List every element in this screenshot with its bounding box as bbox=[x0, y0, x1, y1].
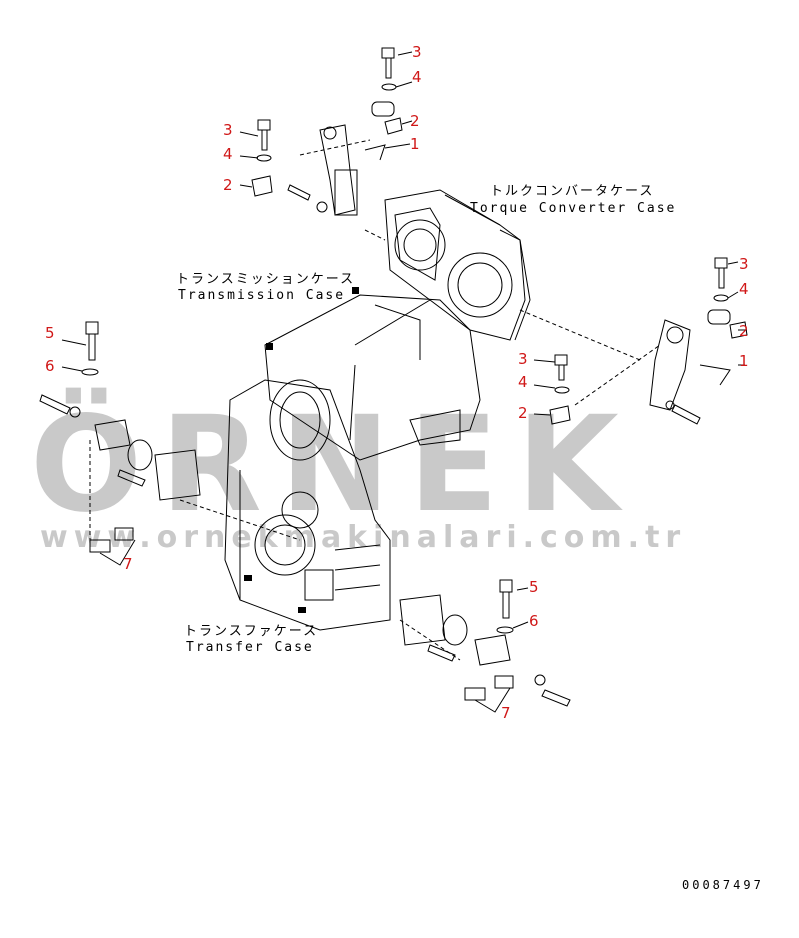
part-number: 3 bbox=[739, 255, 749, 273]
transfer-label-en: Transfer Case bbox=[186, 640, 314, 655]
torque-converter-label-jp: トルクコンバータケース bbox=[490, 184, 655, 199]
bushing-right bbox=[707, 309, 731, 325]
torque-converter-case bbox=[384, 189, 531, 341]
part-number: 4 bbox=[739, 280, 749, 298]
transmission-label-jp: トランスミッションケース bbox=[176, 272, 356, 287]
bolt-mid-left bbox=[287, 184, 328, 213]
part-number: 1 bbox=[739, 352, 749, 370]
part-number: 6 bbox=[45, 357, 55, 375]
part-number: 2 bbox=[739, 322, 749, 340]
part-number: 3 bbox=[518, 350, 528, 368]
part-number: 4 bbox=[223, 145, 233, 163]
part-number: 2 bbox=[223, 176, 233, 194]
watermark-url: www.ornekmakinalari.com.tr bbox=[40, 520, 687, 555]
bolt-right-lower bbox=[665, 400, 701, 425]
bushing-top bbox=[371, 101, 395, 117]
part-number: 5 bbox=[529, 578, 539, 596]
part-number: 4 bbox=[518, 373, 528, 391]
washer-top-4 bbox=[381, 83, 397, 91]
clip-r-2 bbox=[729, 321, 748, 339]
clip-m-2 bbox=[549, 405, 571, 425]
part-number: 2 bbox=[518, 404, 528, 422]
bolt-tl-3 bbox=[257, 119, 271, 151]
part-number: 7 bbox=[501, 704, 511, 722]
clip-tl-2 bbox=[251, 175, 273, 197]
bolt-top-3 bbox=[381, 47, 395, 79]
part-number: 5 bbox=[45, 324, 55, 342]
washer-m-4 bbox=[554, 386, 570, 394]
transfer-label-jp: トランスファケース bbox=[184, 624, 319, 639]
part-number: 3 bbox=[223, 121, 233, 139]
washer-r-4 bbox=[713, 294, 729, 302]
transmission-label-en: Transmission Case bbox=[178, 288, 346, 303]
torque-converter-label-en: Torque Converter Case bbox=[470, 201, 677, 216]
washer-b-6 bbox=[496, 626, 514, 634]
watermark-brand: ÖRNEK bbox=[30, 388, 637, 542]
right-bracket bbox=[649, 319, 731, 411]
part-number: 4 bbox=[412, 68, 422, 86]
bolt-l-5 bbox=[85, 321, 99, 361]
upper-left-bracket bbox=[319, 124, 386, 216]
washer-tl-4 bbox=[256, 154, 272, 162]
part-number: 7 bbox=[123, 555, 133, 573]
part-number: 1 bbox=[410, 135, 420, 153]
bolt-b-5 bbox=[499, 579, 513, 619]
part-number: 3 bbox=[412, 43, 422, 61]
bolt-m-3 bbox=[554, 354, 568, 381]
mount-left bbox=[39, 394, 201, 553]
part-number: 6 bbox=[529, 612, 539, 630]
clip-top-2 bbox=[384, 117, 403, 135]
part-number: 2 bbox=[410, 112, 420, 130]
drawing-code: 00087497 bbox=[682, 878, 764, 892]
transfer-case bbox=[224, 379, 391, 631]
bolt-r-3 bbox=[714, 257, 728, 289]
transmission-case bbox=[264, 294, 481, 461]
assembly-guide-lines bbox=[89, 139, 661, 661]
leader-lines bbox=[61, 51, 747, 713]
washer-l-6 bbox=[81, 368, 99, 376]
mount-bottom bbox=[399, 594, 571, 707]
